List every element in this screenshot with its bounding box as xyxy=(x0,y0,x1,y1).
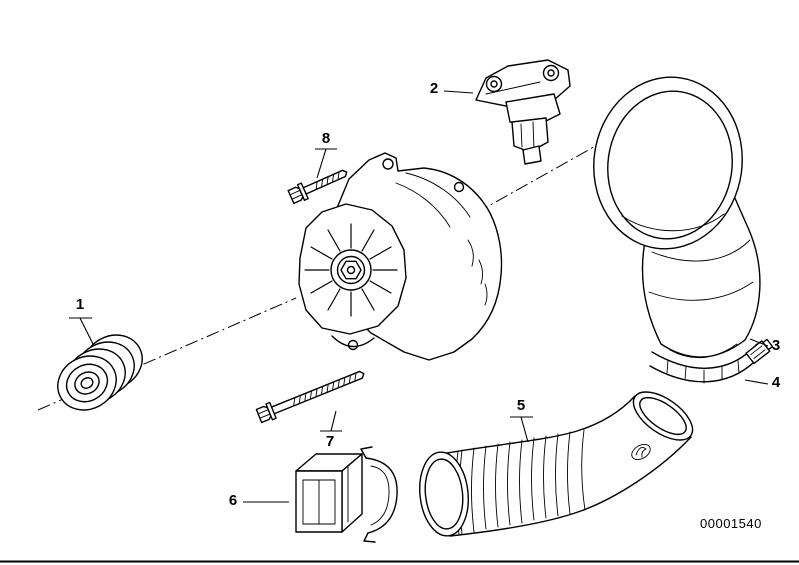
connector-front-slot xyxy=(302,479,336,525)
bolt-threads xyxy=(315,171,340,190)
regulator-connector-tab xyxy=(522,145,542,165)
connector-clip-inner xyxy=(370,465,390,526)
part-air-duct xyxy=(593,76,761,359)
part-hose-clamp xyxy=(649,338,774,384)
callout-4[interactable]: 4 xyxy=(771,374,781,391)
bolt-shaft xyxy=(270,370,365,415)
regulator-eyelet xyxy=(542,64,560,82)
alternator-hub-inner xyxy=(336,255,366,285)
regulator-brush-slots xyxy=(520,121,535,150)
clamp-screw-head xyxy=(762,338,774,351)
duct-ring-inner xyxy=(607,90,733,240)
alternator-shaft-nut xyxy=(340,260,362,280)
connector-clip-tab-top xyxy=(360,446,373,459)
alternator-housing-rib xyxy=(395,182,451,228)
bolt-threads xyxy=(293,372,357,407)
hose-top-edge xyxy=(446,395,636,454)
alternator-fan-spokes xyxy=(304,223,398,317)
part-bolt-long xyxy=(255,370,365,424)
pulley-hub-recess xyxy=(74,371,100,395)
pulley-bore xyxy=(80,377,94,389)
callout-3[interactable]: 3 xyxy=(771,337,781,354)
axis-line-right xyxy=(475,138,609,214)
callout-2[interactable]: 2 xyxy=(429,80,439,97)
alternator-top-lug-hole xyxy=(382,158,394,170)
leader-5 xyxy=(510,416,533,443)
hose-right-opening-inner xyxy=(639,396,687,436)
duct-crease xyxy=(651,239,751,262)
hose-logo-emblem xyxy=(631,444,651,460)
pulley-groove-edge xyxy=(65,363,109,403)
clamp-band-lower xyxy=(649,355,761,383)
alternator-bottom-boss-hole xyxy=(347,339,359,351)
clamp-band-slots xyxy=(666,359,740,384)
hose-logo-mark xyxy=(635,447,647,458)
callout-6[interactable]: 6 xyxy=(228,492,238,509)
leader-7 xyxy=(320,410,342,432)
connector-clip-outer xyxy=(365,457,398,534)
alternator-side-lug-hole xyxy=(453,181,465,193)
regulator-brush-holder xyxy=(511,117,549,153)
leader-3 xyxy=(749,338,769,347)
bolt-flange xyxy=(296,182,309,201)
bolt-head-facets xyxy=(290,189,303,200)
hose-left-rim-outer xyxy=(419,451,469,537)
diagram-part-number: 00001540 xyxy=(700,516,762,531)
part-pulley xyxy=(57,334,143,411)
bolt-shaft xyxy=(302,169,348,195)
leader-8 xyxy=(315,148,337,179)
leader-2 xyxy=(443,90,474,94)
connector-clip-tab-bottom xyxy=(363,532,376,543)
alternator-bottom-boss xyxy=(331,335,375,348)
part-intake-hose xyxy=(419,391,694,537)
callout-7[interactable]: 7 xyxy=(325,433,335,450)
duct-ring-outer xyxy=(593,76,743,250)
duct-ring-depth xyxy=(621,213,725,232)
part-connector xyxy=(295,446,398,543)
hose-left-rim-inner xyxy=(424,458,464,530)
duct-crease xyxy=(648,281,754,301)
callout-5[interactable]: 5 xyxy=(516,397,526,414)
part-voltage-regulator xyxy=(475,59,571,165)
hose-cuff-line xyxy=(581,429,586,511)
alternator-shaft-end xyxy=(346,265,356,275)
alternator-housing-rib xyxy=(405,172,471,218)
leader-4 xyxy=(744,379,769,385)
part-bolt-short xyxy=(287,169,348,205)
clamp-screw-housing xyxy=(745,338,774,365)
part-alternator xyxy=(298,152,503,361)
regulator-eyelet-hole xyxy=(490,80,498,88)
clamp-screw-slots xyxy=(750,345,766,359)
leader-1 xyxy=(69,317,95,347)
duct-opening-inner-rim xyxy=(669,343,738,359)
regulator-eyelet-hole xyxy=(547,69,555,77)
callout-leaders xyxy=(69,90,769,503)
regulator-bracket-crease xyxy=(485,81,541,95)
hose-bottom-edge xyxy=(449,436,692,537)
bolt-flange xyxy=(265,401,277,421)
regulator-eyelet xyxy=(485,75,503,93)
alternator-vent-slots xyxy=(467,239,488,306)
bolt-head-facets xyxy=(258,409,271,419)
callout-8[interactable]: 8 xyxy=(321,130,331,147)
callout-1[interactable]: 1 xyxy=(75,296,85,313)
pulley-front-face xyxy=(57,355,117,411)
hose-right-opening-outer xyxy=(632,391,694,441)
